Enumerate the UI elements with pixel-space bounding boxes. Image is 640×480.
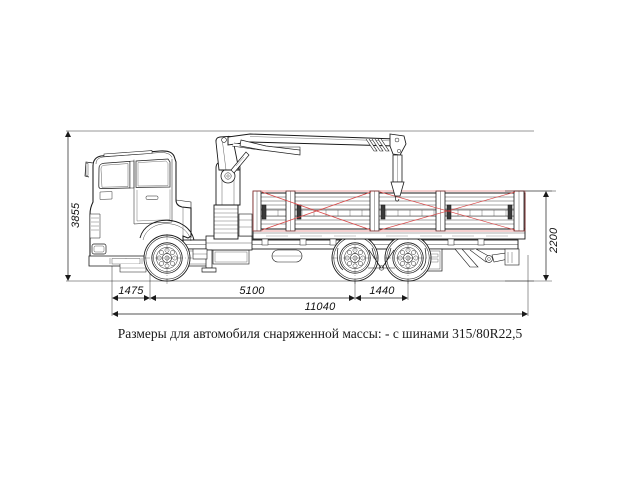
dimension-label-overall-height: 3855 xyxy=(70,202,82,228)
dimension-label-platform-height: 2200 xyxy=(548,227,560,253)
dimension-label-front-overhang: 1475 xyxy=(118,285,144,297)
dimension-label-rear-axle-spacing: 1440 xyxy=(369,285,395,297)
dimension-label-wheelbase: 5100 xyxy=(239,285,265,297)
drawing-caption: Размеры для автомобиля снаряженной массы… xyxy=(117,326,523,341)
dimension-label-overall-length: 11040 xyxy=(304,301,336,313)
